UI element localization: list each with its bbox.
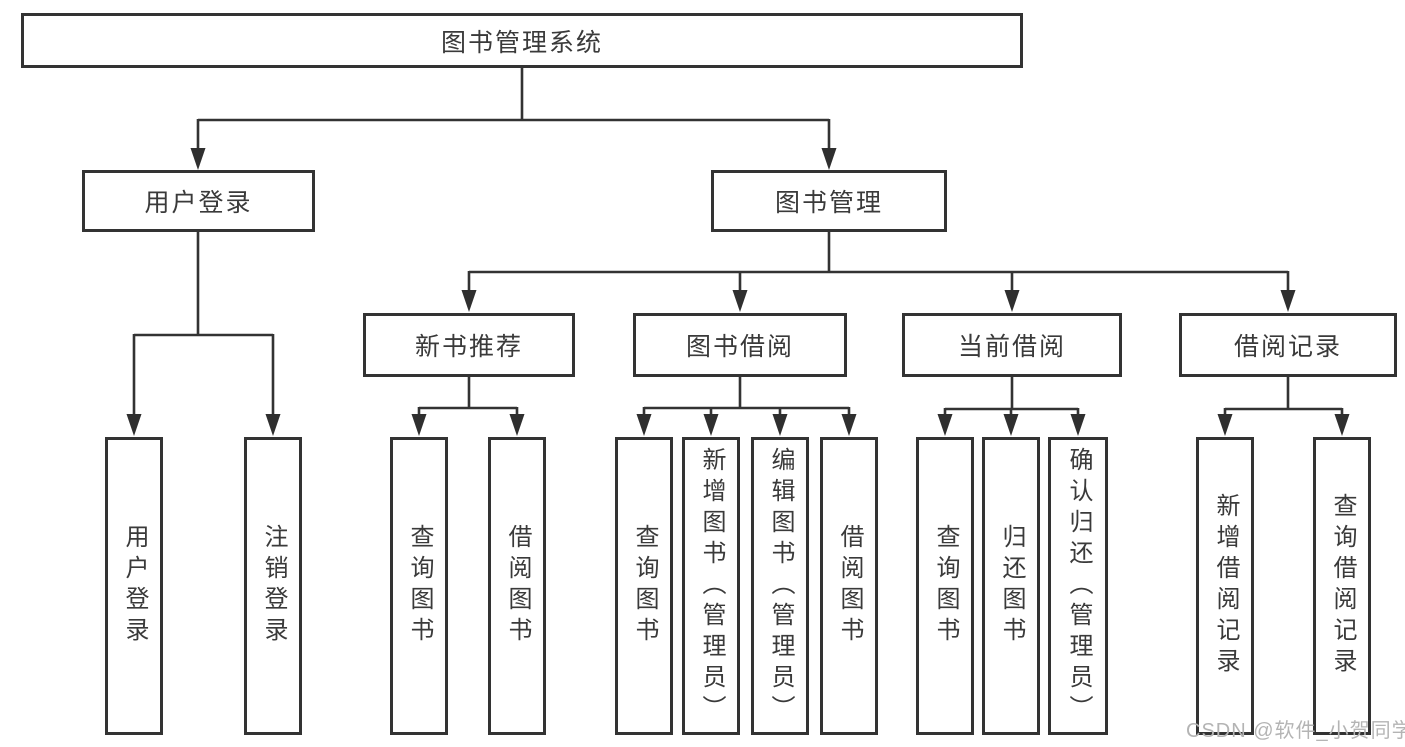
leaf-query-books-current-label: 查询图书 xyxy=(932,524,959,648)
node-borrowing-records: 借阅记录 xyxy=(1179,313,1397,377)
node-book-borrowing: 图书借阅 xyxy=(633,313,847,377)
node-new-book-recommend-label: 新书推荐 xyxy=(414,333,523,361)
leaf-return-books: 归还图书 xyxy=(982,437,1040,735)
node-user-login: 用户登录 xyxy=(82,170,315,232)
node-book-management-label: 图书管理 xyxy=(774,189,883,217)
leaf-edit-book-admin: 编辑图书（管理员） xyxy=(751,437,809,735)
leaf-edit-book-admin-label: 编辑图书（管理员） xyxy=(767,446,794,726)
node-user-login-label: 用户登录 xyxy=(144,189,253,217)
leaf-query-books-recommend: 查询图书 xyxy=(390,437,448,735)
node-system-root: 图书管理系统 xyxy=(21,13,1023,68)
leaf-add-book-admin-label: 新增图书（管理员） xyxy=(698,446,725,726)
leaf-borrow-books-recommend: 借阅图书 xyxy=(488,437,546,735)
arrowheads xyxy=(126,148,1350,436)
leaf-query-borrow-record: 查询借阅记录 xyxy=(1313,437,1371,735)
leaf-borrow-books-borrowing-label: 借阅图书 xyxy=(836,524,863,648)
node-current-borrowing: 当前借阅 xyxy=(902,313,1122,377)
leaf-borrow-books-borrowing: 借阅图书 xyxy=(820,437,878,735)
watermark: CSDN @软件_小贺同学 xyxy=(1186,720,1405,742)
node-book-borrowing-label: 图书借阅 xyxy=(685,333,794,361)
leaf-query-books-current: 查询图书 xyxy=(916,437,974,735)
leaf-query-borrow-record-label: 查询借阅记录 xyxy=(1329,493,1356,679)
node-book-management: 图书管理 xyxy=(711,170,947,232)
leaf-add-borrow-record: 新增借阅记录 xyxy=(1196,437,1254,735)
node-current-borrowing-label: 当前借阅 xyxy=(957,333,1066,361)
leaf-borrow-books-recommend-label: 借阅图书 xyxy=(504,524,531,648)
leaf-add-book-admin: 新增图书（管理员） xyxy=(682,437,740,735)
node-borrowing-records-label: 借阅记录 xyxy=(1233,333,1342,361)
leaf-logout-label: 注销登录 xyxy=(260,524,287,648)
edge-lines xyxy=(132,67,1344,415)
leaf-query-books-recommend-label: 查询图书 xyxy=(406,524,433,648)
node-new-book-recommend: 新书推荐 xyxy=(363,313,575,377)
leaf-return-books-label: 归还图书 xyxy=(998,524,1025,648)
leaf-query-books-borrowing: 查询图书 xyxy=(615,437,673,735)
node-system-root-label: 图书管理系统 xyxy=(440,28,603,57)
leaf-user-login: 用户登录 xyxy=(105,437,163,735)
leaf-add-borrow-record-label: 新增借阅记录 xyxy=(1212,493,1239,679)
leaf-user-login-label: 用户登录 xyxy=(121,524,148,648)
leaf-confirm-return-admin: 确认归还（管理员） xyxy=(1048,437,1108,735)
leaf-query-books-borrowing-label: 查询图书 xyxy=(631,524,658,648)
leaf-confirm-return-admin-label: 确认归还（管理员） xyxy=(1065,446,1092,726)
leaf-logout: 注销登录 xyxy=(244,437,302,735)
